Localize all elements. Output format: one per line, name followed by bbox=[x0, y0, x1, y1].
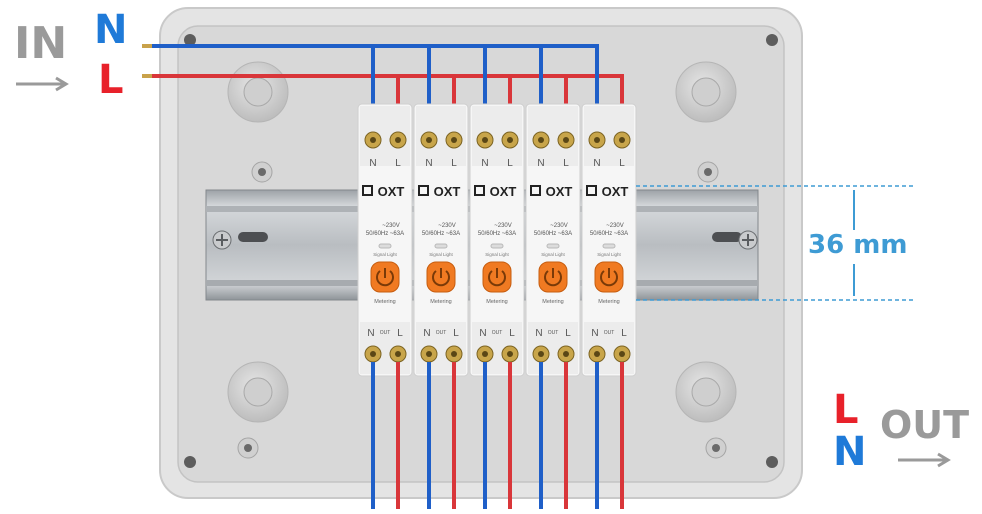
brand-logo: OXT bbox=[362, 184, 405, 199]
terminal-label: L bbox=[451, 158, 457, 169]
rating-voltage: ~230V bbox=[382, 223, 400, 229]
dimension-marker bbox=[636, 185, 916, 301]
signal-light-indicator bbox=[602, 243, 616, 249]
brand-name: OXT bbox=[378, 184, 405, 199]
rating-voltage: ~230V bbox=[550, 223, 568, 229]
meter-module: N L OXT ~230V 50/60Hz ~63A Signal LightMeteri… bbox=[469, 103, 525, 377]
meter-module: N L OXT ~230V 50/60Hz ~63A Signal LightMeteri… bbox=[413, 103, 469, 377]
terminal-label: N bbox=[537, 158, 544, 169]
signal-light-indicator bbox=[546, 243, 560, 249]
brand-name: OXT bbox=[602, 184, 629, 199]
power-icon bbox=[376, 270, 394, 287]
power-button[interactable] bbox=[370, 261, 400, 293]
signal-light-label: Signal Light bbox=[541, 252, 565, 257]
terminal-label: L bbox=[397, 328, 403, 339]
terminal-label: L bbox=[563, 158, 569, 169]
function-label: Metering bbox=[542, 299, 563, 305]
power-button[interactable] bbox=[482, 261, 512, 293]
terminal-label: OUT bbox=[436, 330, 447, 336]
terminal-label: N bbox=[367, 328, 374, 339]
brand-logo: OXT bbox=[530, 184, 573, 199]
brand-logo: OXT bbox=[474, 184, 517, 199]
terminal-label: N bbox=[479, 328, 486, 339]
module-body bbox=[581, 103, 637, 377]
signal-light-indicator bbox=[490, 243, 504, 249]
output-live-label: L bbox=[833, 387, 859, 433]
terminal-label: N bbox=[593, 158, 600, 169]
terminal-label: OUT bbox=[604, 330, 615, 336]
rating-frequency-current: 50/60Hz ~63A bbox=[478, 231, 516, 237]
input-neutral-label: N bbox=[94, 7, 128, 53]
function-label: Metering bbox=[486, 299, 507, 305]
meter-module: N L OXT ~230V 50/60Hz ~63A Signal LightMeteri… bbox=[357, 103, 413, 377]
terminal-label: L bbox=[507, 158, 513, 169]
module-body bbox=[357, 103, 413, 377]
brand-name: OXT bbox=[490, 184, 517, 199]
signal-light-label: Signal Light bbox=[597, 252, 621, 257]
brand-name: OXT bbox=[434, 184, 461, 199]
meter-module: N L OXT ~230V 50/60Hz ~63A Signal LightMeteri… bbox=[581, 103, 637, 377]
power-icon bbox=[432, 270, 450, 287]
terminal-label: L bbox=[619, 158, 625, 169]
terminal-label: L bbox=[395, 158, 401, 169]
terminal-label: N bbox=[481, 158, 488, 169]
output-wires bbox=[371, 362, 624, 509]
rating-frequency-current: 50/60Hz ~63A bbox=[590, 231, 628, 237]
power-button[interactable] bbox=[426, 261, 456, 293]
meter-module: N L OXT ~230V 50/60Hz ~63A Signal LightMeteri… bbox=[525, 103, 581, 377]
module-body bbox=[413, 103, 469, 377]
terminal-label: N bbox=[591, 328, 598, 339]
power-button[interactable] bbox=[594, 261, 624, 293]
terminal-label: OUT bbox=[492, 330, 503, 336]
signal-light-label: Signal Light bbox=[485, 252, 509, 257]
terminal-label: N bbox=[369, 158, 376, 169]
signal-light-indicator bbox=[378, 243, 392, 249]
wire-tip bbox=[142, 44, 152, 48]
terminal-label: N bbox=[425, 158, 432, 169]
terminal-label: OUT bbox=[548, 330, 559, 336]
power-icon bbox=[600, 270, 618, 287]
function-label: Metering bbox=[374, 299, 395, 305]
power-icon bbox=[544, 270, 562, 287]
power-button[interactable] bbox=[538, 261, 568, 293]
output-neutral-label: N bbox=[833, 429, 867, 475]
brand-name: OXT bbox=[546, 184, 573, 199]
rating-voltage: ~230V bbox=[494, 223, 512, 229]
function-label: Metering bbox=[598, 299, 619, 305]
rail-dimension-label: 36 mm bbox=[808, 230, 908, 260]
corner-screw-holes bbox=[184, 34, 778, 468]
output-label: OUT bbox=[880, 403, 970, 447]
terminal-label: L bbox=[621, 328, 627, 339]
rating-frequency-current: 50/60Hz ~63A bbox=[422, 231, 460, 237]
brand-logo: OXT bbox=[586, 184, 629, 199]
terminal-label: L bbox=[453, 328, 459, 339]
signal-light-label: Signal Light bbox=[373, 252, 397, 257]
arrow-icon bbox=[16, 76, 951, 468]
terminal-label: L bbox=[509, 328, 515, 339]
meter-modules: N L OXT ~230V 50/60Hz ~63A Signal LightMeteri… bbox=[357, 103, 637, 377]
module-body bbox=[469, 103, 525, 377]
signal-light-label: Signal Light bbox=[429, 252, 453, 257]
input-live-label: L bbox=[98, 57, 124, 103]
module-body bbox=[525, 103, 581, 377]
signal-light-indicator bbox=[434, 243, 448, 249]
terminal-label: OUT bbox=[380, 330, 391, 336]
terminal-label: N bbox=[535, 328, 542, 339]
wire-tip bbox=[142, 74, 152, 78]
rating-voltage: ~230V bbox=[606, 223, 624, 229]
input-label: IN bbox=[14, 18, 68, 69]
function-label: Metering bbox=[430, 299, 451, 305]
terminal-label: N bbox=[423, 328, 430, 339]
terminal-label: L bbox=[565, 328, 571, 339]
power-icon bbox=[488, 270, 506, 287]
rating-frequency-current: 50/60Hz ~63A bbox=[366, 231, 404, 237]
brand-logo: OXT bbox=[418, 184, 461, 199]
rating-frequency-current: 50/60Hz ~63A bbox=[534, 231, 572, 237]
rating-voltage: ~230V bbox=[438, 223, 456, 229]
